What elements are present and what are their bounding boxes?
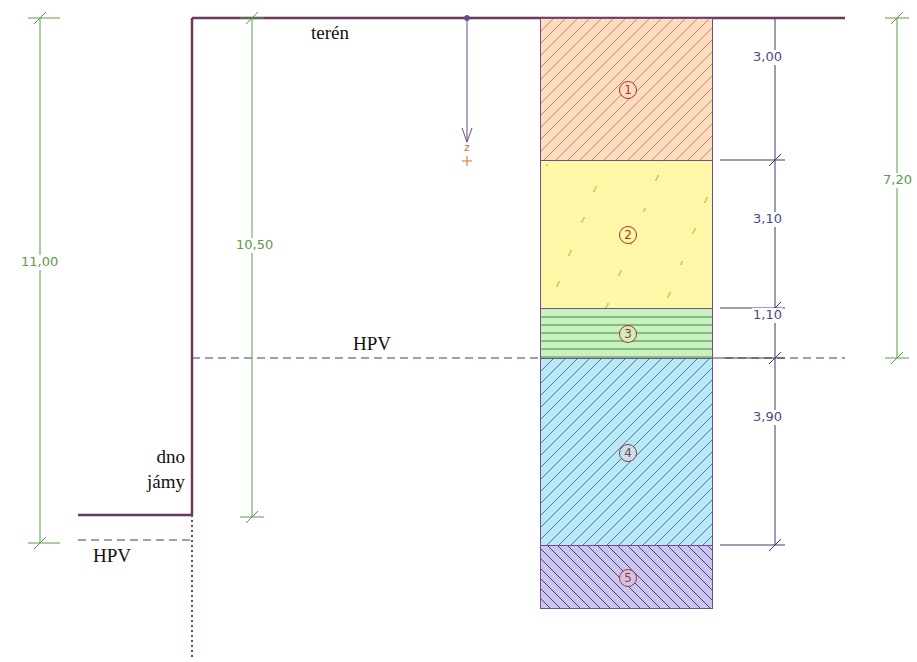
layer-number: 1 bbox=[619, 81, 637, 99]
pit-bottom-label: dno jámy bbox=[125, 445, 185, 494]
wall-extension bbox=[191, 515, 193, 660]
dimension: 3,90 bbox=[752, 410, 783, 425]
dimension: 3,00 bbox=[752, 50, 783, 65]
pit-bottom bbox=[78, 514, 192, 517]
layer-number: 5 bbox=[619, 569, 637, 587]
soil-layer: 2 bbox=[540, 160, 713, 309]
pit-wall bbox=[191, 18, 194, 515]
depth-axis bbox=[462, 16, 472, 143]
water-table-label: HPV bbox=[353, 333, 391, 355]
layer-number: 3 bbox=[619, 325, 637, 343]
layer-dimensions bbox=[720, 18, 785, 551]
water-table-pit bbox=[78, 540, 192, 541]
dimension: 10,50 bbox=[235, 238, 274, 253]
soil-layer: 3 bbox=[540, 308, 713, 359]
origin-mark bbox=[462, 156, 472, 166]
dimension: 7,20 bbox=[882, 173, 913, 188]
dimension: 11,00 bbox=[20, 255, 59, 270]
dimension: 3,10 bbox=[752, 212, 783, 227]
soil-layer: 1 bbox=[540, 18, 713, 161]
water-table bbox=[192, 358, 845, 359]
soil-layer: 4 bbox=[540, 358, 713, 546]
green-dimensions bbox=[28, 12, 909, 549]
layer-number: 4 bbox=[619, 444, 637, 462]
ground-label: terén bbox=[311, 22, 349, 44]
ground-line bbox=[192, 17, 845, 20]
water-table-label: HPV bbox=[93, 545, 131, 567]
axis-label: z bbox=[464, 142, 470, 155]
dimension: 1,10 bbox=[752, 308, 783, 323]
layer-number: 2 bbox=[619, 226, 637, 244]
soil-layer: 5 bbox=[540, 545, 713, 609]
